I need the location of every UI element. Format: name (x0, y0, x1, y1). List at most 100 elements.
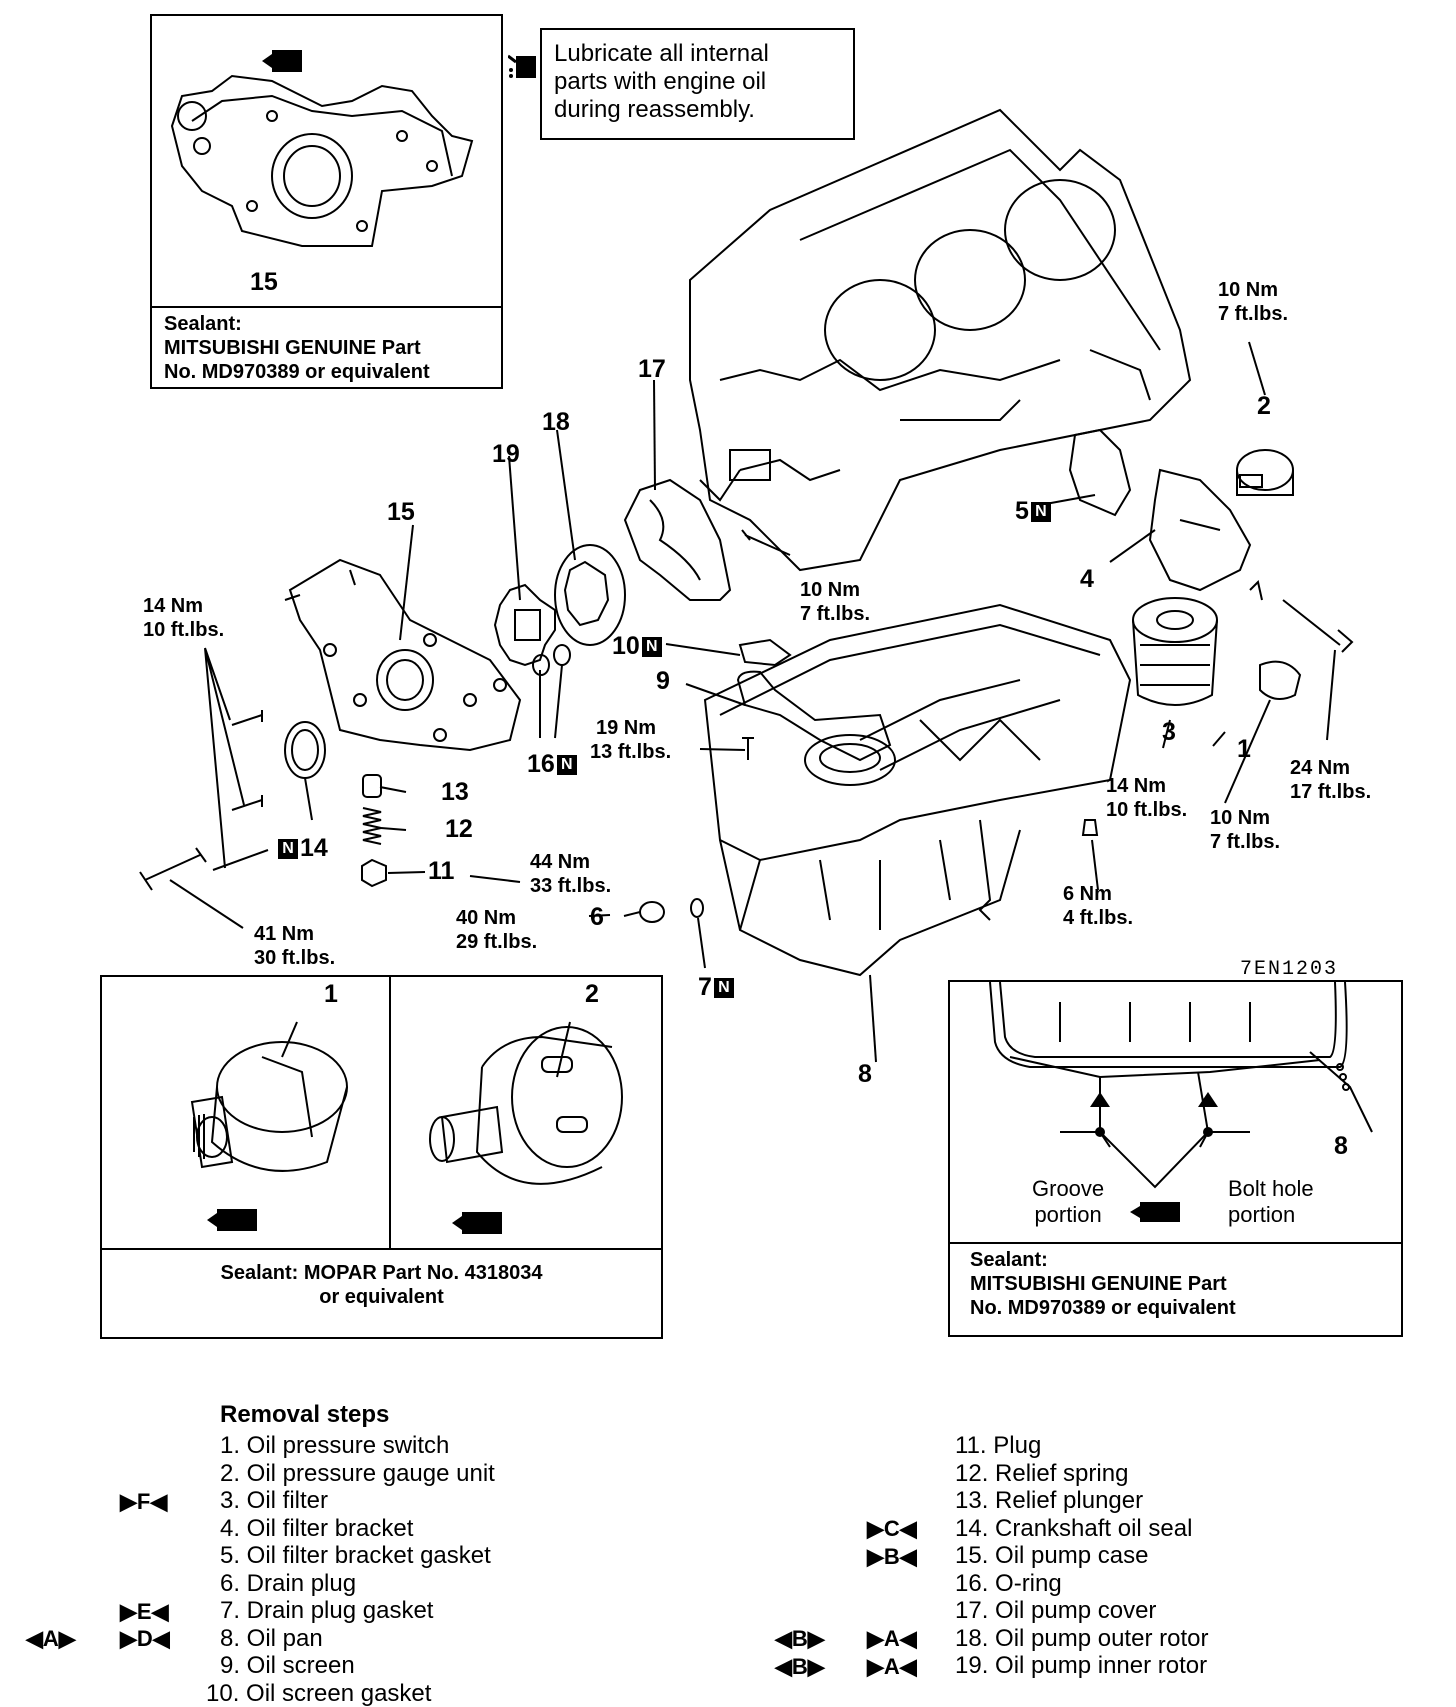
step-text: 17. Oil pump cover (955, 1597, 1156, 1624)
lubricate-note-line: Lubricate all internal (554, 40, 841, 68)
n-new-part-mark: N (714, 978, 734, 998)
groove-line: Groove (1032, 1176, 1104, 1202)
step-text: 2. Oil pressure gauge unit (220, 1460, 495, 1487)
torque-ftlbs: 13 ft.lbs. (590, 740, 671, 764)
torque-nm: 14 Nm (143, 594, 224, 618)
torque-nm: 41 Nm (254, 922, 335, 946)
callout-6: 6 (590, 903, 604, 932)
callout-17: 17 (638, 355, 666, 384)
step-text: 15. Oil pump case (955, 1542, 1148, 1569)
removal-step: 19. Oil pump inner rotor (955, 1652, 1207, 1680)
inset-bottom-right-sealant: Sealant: MITSUBISHI GENUINE Part No. MD9… (970, 1248, 1236, 1320)
step-text: 4. Oil filter bracket (220, 1515, 413, 1542)
torque-ftlbs: 10 ft.lbs. (1106, 798, 1187, 822)
callout-13: 13 (441, 778, 469, 807)
step-text: 5. Oil filter bracket gasket (220, 1542, 491, 1569)
step-mark: ▶A◀ (867, 1626, 917, 1652)
oil-screen-drawing (738, 672, 895, 785)
torque-label: 14 Nm 10 ft.lbs. (1106, 774, 1187, 822)
inset-top-left: 15 Sealant: MITSUBISHI GENUINE Part No. … (150, 14, 503, 389)
oil-pump-outer-rotor-drawing (555, 545, 625, 645)
step-text: 7. Drain plug gasket (220, 1597, 433, 1624)
inset-callout-8: 8 (1334, 1132, 1348, 1161)
step-text: 8. Oil pan (220, 1625, 323, 1652)
callout-19: 19 (492, 440, 520, 469)
relief-plunger-drawing (363, 775, 381, 797)
callout-5-number: 5 (1015, 497, 1029, 525)
sealant-line: Sealant: (164, 312, 430, 336)
removal-step: 2. Oil pressure gauge unit (220, 1460, 495, 1488)
callout-11: 11 (428, 857, 454, 886)
callout-2: 2 (1257, 392, 1271, 421)
torque-ftlbs: 7 ft.lbs. (800, 602, 870, 626)
torque-ftlbs: 7 ft.lbs. (1210, 830, 1280, 854)
lubricate-note-line: parts with engine oil (554, 68, 841, 96)
removal-step: 9. Oil screen (220, 1652, 355, 1680)
torque-label: 6 Nm 4 ft.lbs. (1063, 882, 1133, 930)
oil-filter-bracket-drawing (1150, 470, 1250, 590)
torque-nm: 14 Nm (1106, 774, 1187, 798)
removal-step: 10. Oil screen gasket (206, 1680, 431, 1707)
bolt-hole-line: portion (1228, 1202, 1314, 1228)
step-mark-outer: ◀B▶ (775, 1654, 825, 1680)
inset-bottom-right: 8 Groove portion Bolt hole portion Seala… (948, 980, 1403, 1337)
sealant-line: No. MD970389 or equivalent (970, 1296, 1236, 1320)
removal-step: 5. Oil filter bracket gasket (220, 1542, 491, 1570)
step-text: 12. Relief spring (955, 1460, 1128, 1487)
inset-oil-pressure-parts-drawing (102, 977, 661, 1248)
step-text: 14. Crankshaft oil seal (955, 1515, 1192, 1542)
removal-step: 12. Relief spring (955, 1460, 1128, 1488)
lubricate-note-box: Lubricate all internal parts with engine… (540, 28, 855, 140)
drain-plug-drawing (640, 902, 664, 922)
torque-nm: 40 Nm (456, 906, 537, 930)
callout-7-number: 7 (698, 973, 712, 1001)
torque-label: 24 Nm 17 ft.lbs. (1290, 756, 1371, 804)
removal-step: 11. Plug (955, 1432, 1041, 1460)
removal-step: 15. Oil pump case (955, 1542, 1148, 1570)
torque-label: 10 Nm 7 ft.lbs. (1218, 278, 1288, 326)
torque-label: 41 Nm 30 ft.lbs. (254, 922, 335, 970)
torque-nm: 44 Nm (530, 850, 611, 874)
torque-ftlbs: 10 ft.lbs. (143, 618, 224, 642)
inset-callout-1: 1 (324, 980, 338, 1009)
inset-callout-2: 2 (585, 980, 599, 1009)
inset-oil-pump-case-drawing (152, 16, 501, 306)
step-text: 13. Relief plunger (955, 1487, 1143, 1514)
plug-drawing (362, 860, 386, 886)
step-text: 9. Oil screen (220, 1652, 355, 1679)
inset-callout-15: 15 (250, 268, 278, 297)
removal-step: 7. Drain plug gasket (220, 1597, 433, 1625)
sealant-line: Sealant: MOPAR Part No. 4318034 (102, 1261, 661, 1285)
oil-pump-inner-rotor-drawing (495, 585, 555, 665)
callout-18: 18 (542, 408, 570, 437)
oil-pressure-gauge-drawing (1237, 450, 1293, 495)
step-text: 16. O-ring (955, 1570, 1062, 1597)
removal-step: 1. Oil pressure switch (220, 1432, 449, 1460)
engine-block-drawing (690, 110, 1190, 570)
step-mark: ▶D◀ (120, 1626, 170, 1652)
oil-screen-gasket-drawing (740, 640, 790, 665)
removal-step: 3. Oil filter (220, 1487, 328, 1515)
inset-oil-pan-section-drawing (950, 982, 1401, 1242)
inset-divider (950, 1242, 1401, 1244)
removal-step: 16. O-ring (955, 1570, 1062, 1598)
inset-top-sealant-divider (152, 306, 501, 308)
n-new-part-mark: N (1031, 502, 1051, 522)
sealant-line: or equivalent (102, 1285, 661, 1309)
torque-ftlbs: 4 ft.lbs. (1063, 906, 1133, 930)
callout-15: 15 (387, 498, 415, 527)
callout-10-number: 10 (612, 632, 640, 660)
oil-pressure-switch-drawing (1260, 662, 1300, 699)
step-text: 11. Plug (955, 1432, 1041, 1459)
groove-line: portion (1032, 1202, 1104, 1228)
bolt-hole-portion-label: Bolt hole portion (1228, 1176, 1314, 1228)
step-mark: ▶E◀ (120, 1599, 169, 1625)
removal-step: 8. Oil pan (220, 1625, 323, 1653)
sealant-line: MITSUBISHI GENUINE Part (970, 1272, 1236, 1296)
callout-9: 9 (656, 667, 670, 696)
